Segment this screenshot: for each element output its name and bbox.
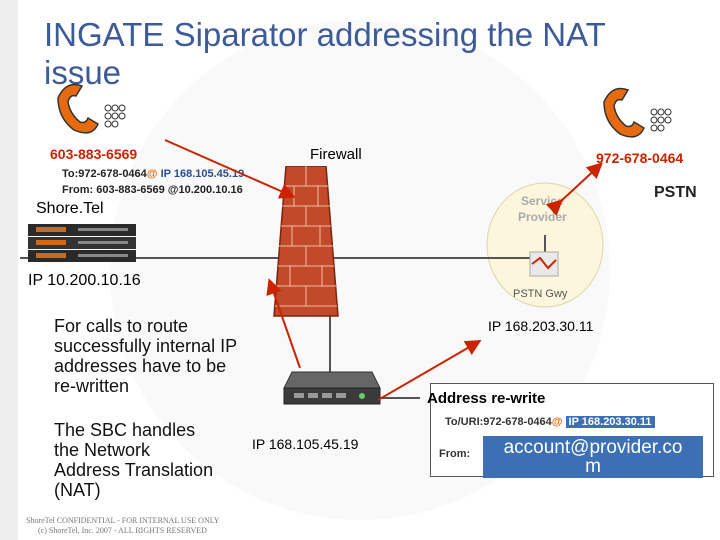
bullet-2: The SBC handles the Network Address Tran…: [54, 420, 213, 500]
firewall-label: Firewall: [310, 146, 362, 163]
rewrite-to-ip: IP 168.203.30.11: [565, 416, 655, 428]
phone-icon: [57, 83, 126, 134]
address-rewrite-box: Address re-write To/URI:972-678-0464@IP …: [427, 383, 714, 478]
bullet-2-line: Address Translation: [54, 460, 214, 480]
internal-ip-label: IP 10.200.10.16: [28, 272, 141, 289]
rewrite-from-label: From:: [439, 448, 471, 460]
bullet-1-line: successfully internal IP: [54, 336, 238, 356]
provider-ip-label: IP 168.203.30.11: [488, 318, 594, 334]
sbc-ip-label: IP 168.105.45.19: [252, 436, 359, 452]
right-phone-number: 972-678-0464: [596, 150, 684, 166]
bullet-1: For calls to route successfully internal…: [54, 316, 237, 396]
rewrite-title: Address re-write: [427, 390, 546, 407]
footer-line: ShoreTel CONFIDENTIAL - FOR INTERNAL USE…: [26, 516, 220, 525]
bullet-2-line: The SBC handles: [54, 420, 196, 440]
bullet-2-line: (NAT): [54, 480, 101, 500]
to-line: To:972-678-0464@ IP 168.105.45.19: [62, 168, 244, 180]
switch-rack: [28, 224, 136, 262]
footer: ShoreTel CONFIDENTIAL - FOR INTERNAL USE…: [26, 516, 220, 536]
bullet-1-line: For calls to route: [54, 316, 189, 336]
rewrite-to-prefix: To/URI:972-678-0464: [445, 416, 552, 428]
page-title: INGATE Siparator addressing the NAT issu…: [44, 16, 606, 91]
rewrite-to-line: To/URI:972-678-0464@IP 168.203.30.11: [445, 416, 655, 428]
to-prefix: To:972-678-0464: [62, 168, 147, 180]
bullet-1-line: re-written: [54, 376, 130, 396]
to-at: @: [146, 168, 158, 180]
from-line: From: 603-883-6569 @10.200.10.16: [62, 184, 243, 196]
left-phone-number: 603-883-6569: [50, 146, 138, 162]
rewrite-from-line: m: [585, 456, 601, 477]
pstn-gateway-icon: [529, 251, 559, 277]
rewrite-from-line: account@provider.co: [503, 437, 683, 458]
pstn-gwy-label: PSTN Gwy: [513, 288, 568, 300]
phone-icon: [603, 87, 672, 138]
footer-line: (c) ShoreTel, Inc. 2007 - ALL RIGHTS RES…: [38, 526, 207, 535]
rewrite-from-value: account@provider.co m: [483, 436, 703, 478]
bullet-2-line: the Network: [54, 440, 151, 460]
bullet-1-line: addresses have to be: [54, 356, 227, 376]
sbc-device-icon: [283, 371, 381, 405]
to-ip: IP 168.105.45.19: [157, 168, 245, 180]
shoretel-label: Shore.Tel: [36, 200, 104, 217]
rewrite-at: @: [551, 416, 563, 428]
pstn-label: PSTN: [654, 184, 697, 201]
